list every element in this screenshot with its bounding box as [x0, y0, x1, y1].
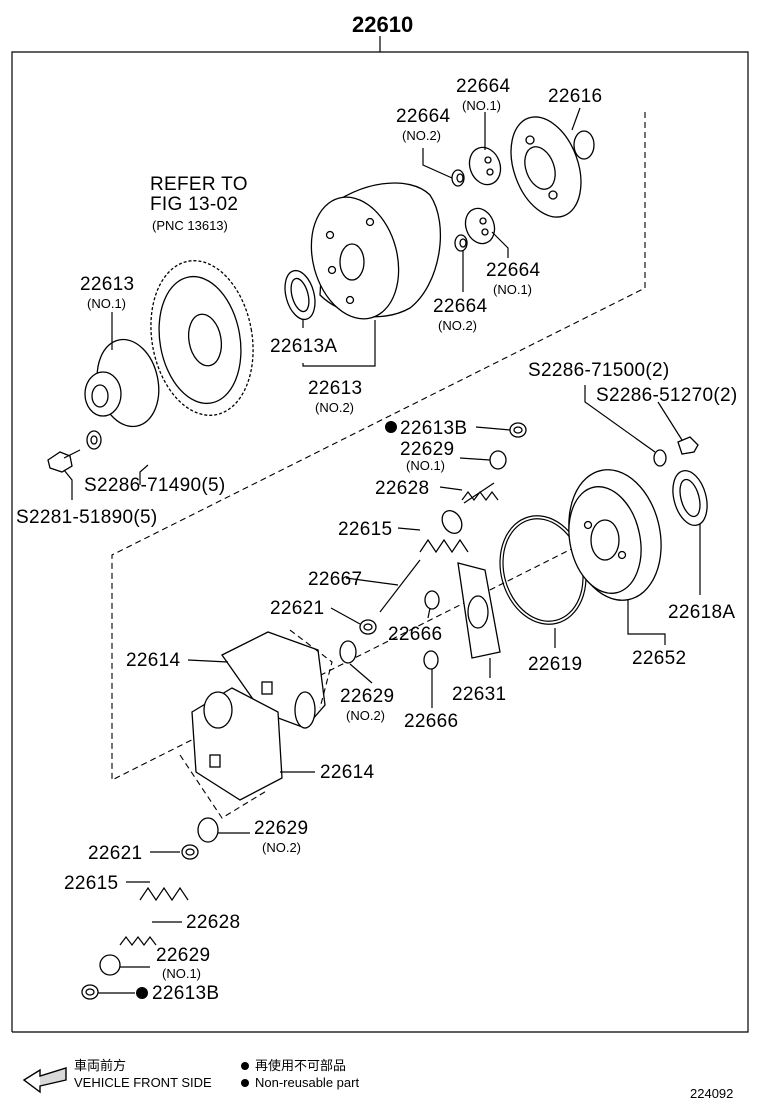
- leader-lines: [63, 107, 701, 994]
- sub-22629-no2-mid: (NO.2): [346, 708, 385, 723]
- part-22613-no1-hub: [84, 338, 160, 428]
- bolt-s2286-51270: [677, 436, 699, 455]
- label-22614-bottom[interactable]: 22614: [320, 762, 374, 783]
- sub-22629-no2-low: (NO.2): [262, 840, 301, 855]
- refer-line1: REFER TO: [150, 174, 248, 195]
- sub-22664-no1-right: (NO.1): [493, 282, 532, 297]
- label-22613a[interactable]: 22613A: [270, 336, 337, 357]
- label-s2286-71500[interactable]: S2286-71500(2): [528, 360, 670, 381]
- part-22664-no1-right: [464, 207, 496, 245]
- refer-line2: FIG 13-02: [150, 194, 238, 215]
- label-22666-top[interactable]: 22666: [388, 624, 442, 645]
- washer-s2286-71490: [86, 430, 102, 450]
- figure-number: 224092: [690, 1086, 733, 1101]
- part-22664-no2-right: [454, 234, 468, 252]
- legend-bullet-icon-1: [241, 1062, 249, 1070]
- sub-22629-no1-top: (NO.1): [406, 458, 445, 473]
- refer-line3: (PNC 13613): [152, 218, 228, 233]
- label-22614-top[interactable]: 22614: [126, 650, 180, 671]
- part-22621-top: [359, 619, 377, 635]
- label-22629-no1-top[interactable]: 22629: [400, 439, 454, 460]
- part-22615-top: [419, 510, 469, 554]
- label-22652[interactable]: 22652: [632, 648, 686, 669]
- label-22629-no1-low[interactable]: 22629: [156, 945, 210, 966]
- sub-22613-no2: (NO.2): [315, 400, 354, 415]
- label-22613-no2[interactable]: 22613: [308, 378, 362, 399]
- part-22615-low: [139, 886, 189, 902]
- label-22628-low[interactable]: 22628: [186, 912, 240, 933]
- part-22628-low: [119, 936, 157, 946]
- part-22629-no2-low: [197, 817, 219, 843]
- part-22628-top: [461, 482, 499, 504]
- label-22664-no2-top[interactable]: 22664: [396, 106, 450, 127]
- assembly-number: 22610: [352, 12, 413, 37]
- part-22618a: [672, 469, 708, 527]
- label-22666-bottom[interactable]: 22666: [404, 711, 458, 732]
- label-22667[interactable]: 22667: [308, 569, 362, 590]
- label-22628-top[interactable]: 22628: [375, 478, 429, 499]
- label-22629-no2-mid[interactable]: 22629: [340, 686, 394, 707]
- part-22621-low: [181, 844, 199, 860]
- part-22614-bottom: [191, 687, 283, 801]
- label-22616[interactable]: 22616: [548, 86, 602, 107]
- part-22629-no1-low: [99, 954, 121, 976]
- part-22613-no2-housing: [310, 182, 442, 320]
- part-22629-no2-mid: [339, 640, 357, 664]
- label-22618a[interactable]: 22618A: [668, 602, 735, 623]
- sub-22664-no2-right: (NO.2): [438, 318, 477, 333]
- nonreusable-mark-low: [136, 987, 148, 999]
- label-22613b-low[interactable]: 22613B: [152, 983, 219, 1004]
- sub-22629-no1-low: (NO.1): [162, 966, 201, 981]
- label-22621-low[interactable]: 22621: [88, 843, 142, 864]
- rotor-dash-lower: [179, 754, 269, 819]
- legend-direction-jp: 車両前方: [74, 1058, 126, 1073]
- label-22619[interactable]: 22619: [528, 654, 582, 675]
- label-22664-no1-right[interactable]: 22664: [486, 260, 540, 281]
- label-22621-top[interactable]: 22621: [270, 598, 324, 619]
- rotor-dash-upper: [289, 629, 333, 709]
- part-22613b-top: [509, 422, 527, 438]
- label-22664-no1-top[interactable]: 22664: [456, 76, 510, 97]
- part-22664-no1-top: [468, 146, 502, 186]
- part-22666-bottom: [423, 650, 439, 670]
- washer-s2286-71500: [653, 449, 667, 467]
- legend-bullet-icon-2: [241, 1079, 249, 1087]
- sub-22664-no2-top: (NO.2): [402, 128, 441, 143]
- sub-22613-no1: (NO.1): [87, 296, 126, 311]
- legend-direction-en: VEHICLE FRONT SIDE: [74, 1075, 212, 1090]
- part-22616: [510, 116, 595, 218]
- label-s2281-51890[interactable]: S2281-51890(5): [16, 507, 158, 528]
- label-22613-no1[interactable]: 22613: [80, 274, 134, 295]
- label-22615-top[interactable]: 22615: [338, 519, 392, 540]
- label-22664-no2-right[interactable]: 22664: [433, 296, 487, 317]
- part-22629-no1-top: [489, 450, 507, 470]
- part-22666-top: [424, 590, 440, 610]
- part-22664-no2-top: [451, 169, 465, 187]
- legend-nonreusable-en: Non-reusable part: [255, 1075, 359, 1090]
- part-22667: [379, 559, 421, 613]
- nonreusable-mark-top: [385, 421, 397, 433]
- legend-nonreusable-jp: 再使用不可部品: [255, 1058, 346, 1073]
- bolt-s2281-51890: [47, 449, 81, 473]
- label-s2286-51270[interactable]: S2286-51270(2): [596, 385, 738, 406]
- part-22614-top: [221, 631, 326, 729]
- label-s2286-71490[interactable]: S2286-71490(5): [84, 475, 226, 496]
- front-arrow-icon: [22, 1067, 67, 1094]
- part-22652: [568, 469, 662, 601]
- sub-22664-no1-top: (NO.1): [462, 98, 501, 113]
- label-22631[interactable]: 22631: [452, 684, 506, 705]
- part-22613b-low: [81, 984, 99, 1000]
- part-22613-no1-gear: [150, 260, 254, 416]
- label-22613b-top[interactable]: 22613B: [400, 418, 467, 439]
- assembly-frame: [11, 51, 749, 1033]
- part-22613a: [284, 269, 316, 321]
- label-22615-low[interactable]: 22615: [64, 873, 118, 894]
- part-22631: [457, 562, 501, 659]
- label-22629-no2-low[interactable]: 22629: [254, 818, 308, 839]
